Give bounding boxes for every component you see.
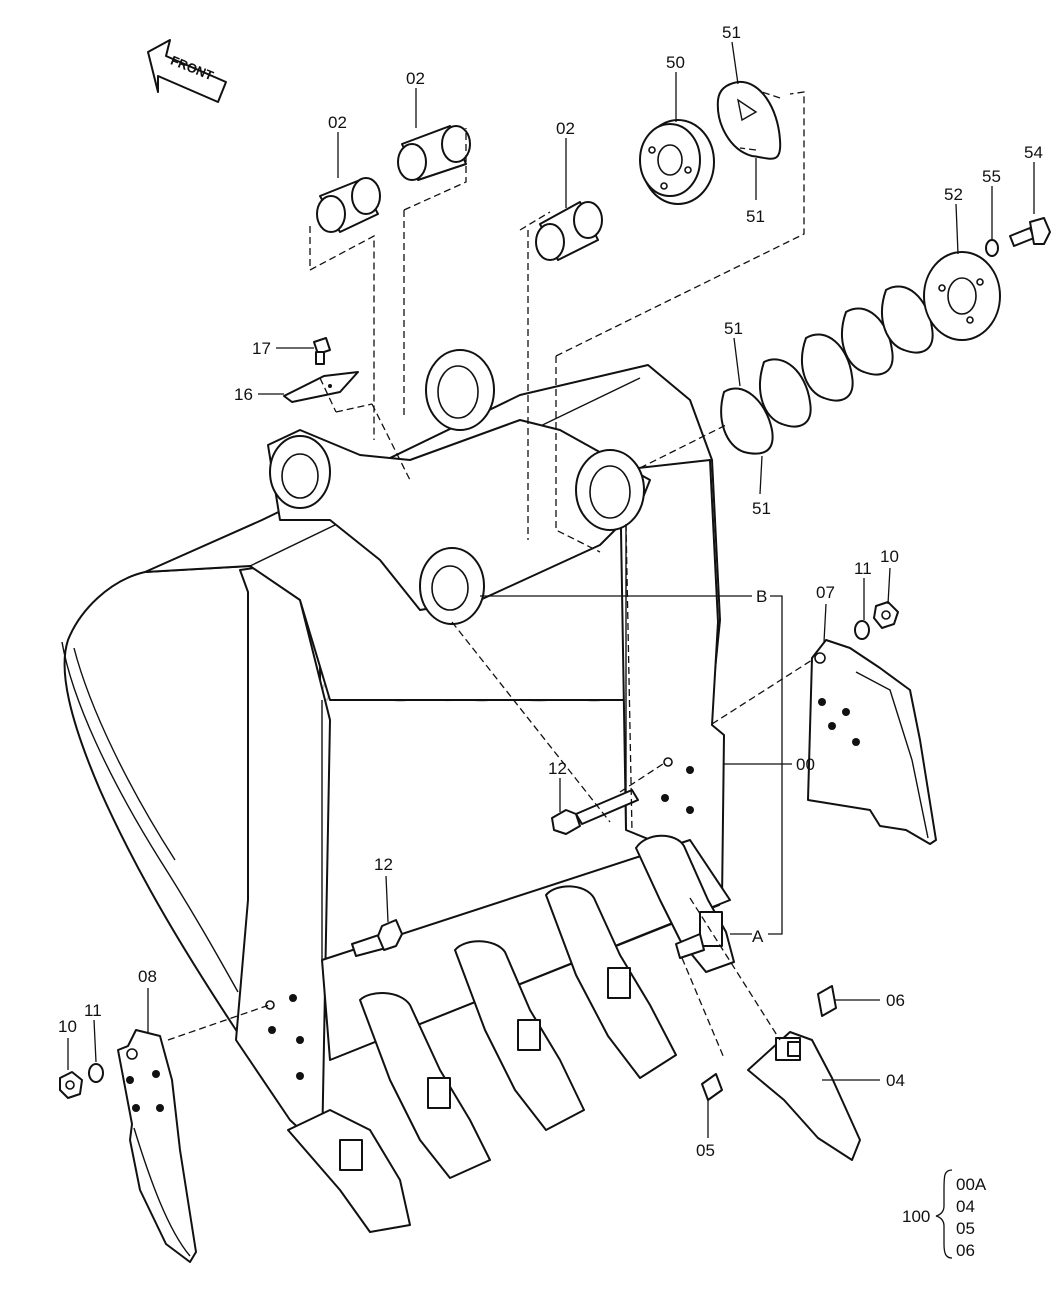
washer-11-right: [854, 620, 870, 640]
tooth-2: [359, 992, 491, 1179]
callout-17: 17: [252, 339, 271, 358]
callout-16: 16: [234, 385, 253, 404]
callout-02-center: 02: [406, 69, 425, 88]
assembly-item-1: 00A: [956, 1175, 987, 1194]
callout-10-right: 10: [880, 547, 899, 566]
callout-51-stack: 51: [724, 319, 743, 338]
callout-50: 50: [666, 53, 685, 72]
callout-00: 00: [796, 755, 815, 774]
tooth-1: [287, 1109, 411, 1233]
callout-10-left: 10: [58, 1017, 77, 1036]
assembly-item-2: 04: [956, 1197, 975, 1216]
assembly-item-3: 05: [956, 1219, 975, 1238]
callout-08: 08: [138, 967, 157, 986]
callout-11-left: 11: [84, 1001, 102, 1020]
pin-boss-mid: [575, 449, 645, 531]
washer-plate-52: [923, 251, 1001, 341]
tooth-3: [454, 940, 585, 1131]
callout-04: 04: [886, 1071, 905, 1090]
callout-06: 06: [886, 991, 905, 1010]
plate-16: [283, 371, 359, 403]
callout-07: 07: [816, 583, 835, 602]
washer-55: [985, 239, 999, 257]
side-cutter-07: [807, 639, 937, 845]
bolt-12-upper: [551, 789, 639, 835]
assembly-item-4: 06: [956, 1241, 975, 1260]
lock-05: [701, 1073, 723, 1101]
bolt-54: [1009, 217, 1051, 247]
bushing-02-left: [316, 177, 381, 233]
shim-51-top: [716, 80, 782, 160]
assembly-number: 100: [902, 1207, 930, 1226]
callout-labels: 02 02 02 50 51 51 51 51 52 55 54 17 16 B…: [58, 23, 1043, 1160]
callout-55: 55: [982, 167, 1001, 186]
leader-lines: [67, 41, 1035, 1138]
pin-06: [817, 985, 837, 1017]
callout-12-upper: 12: [548, 759, 567, 778]
screw-17: [313, 337, 331, 365]
callout-A: A: [752, 927, 764, 946]
assembly-legend: 100 00A 04 05 06: [902, 1169, 987, 1260]
tooth-4: [545, 885, 677, 1079]
pin-boss-top: [425, 349, 495, 431]
bolt-12-lower: [351, 919, 403, 957]
tooth-5: [635, 834, 735, 973]
callout-51-top: 51: [722, 23, 741, 42]
callout-54: 54: [1024, 143, 1043, 162]
front-arrow-icon: FRONT: [147, 39, 227, 103]
explode-lines: [167, 91, 813, 1059]
pin-boss-left: [269, 435, 331, 509]
callout-02-left: 02: [328, 113, 347, 132]
callout-51-top-lower: 51: [746, 207, 765, 226]
callout-52: 52: [944, 185, 963, 204]
callout-11-right: 11: [854, 559, 872, 578]
callout-02-right: 02: [556, 119, 575, 138]
side-cutter-08: [117, 1029, 197, 1263]
callout-B: B: [756, 587, 767, 606]
pin-boss-lower: [419, 547, 485, 625]
callout-12-lower: 12: [374, 855, 393, 874]
bushing-02-right: [535, 201, 603, 261]
spacer-50: [639, 119, 715, 205]
washer-11-left: [88, 1063, 104, 1083]
bushing-02-center: [397, 125, 471, 181]
nut-10-left: [59, 1071, 83, 1099]
callout-05: 05: [696, 1141, 715, 1160]
callout-51-stack-lower: 51: [752, 499, 771, 518]
nut-10-right: [873, 601, 899, 629]
tooth-point-04: [747, 1031, 861, 1161]
shim-stack-51: [720, 285, 934, 455]
